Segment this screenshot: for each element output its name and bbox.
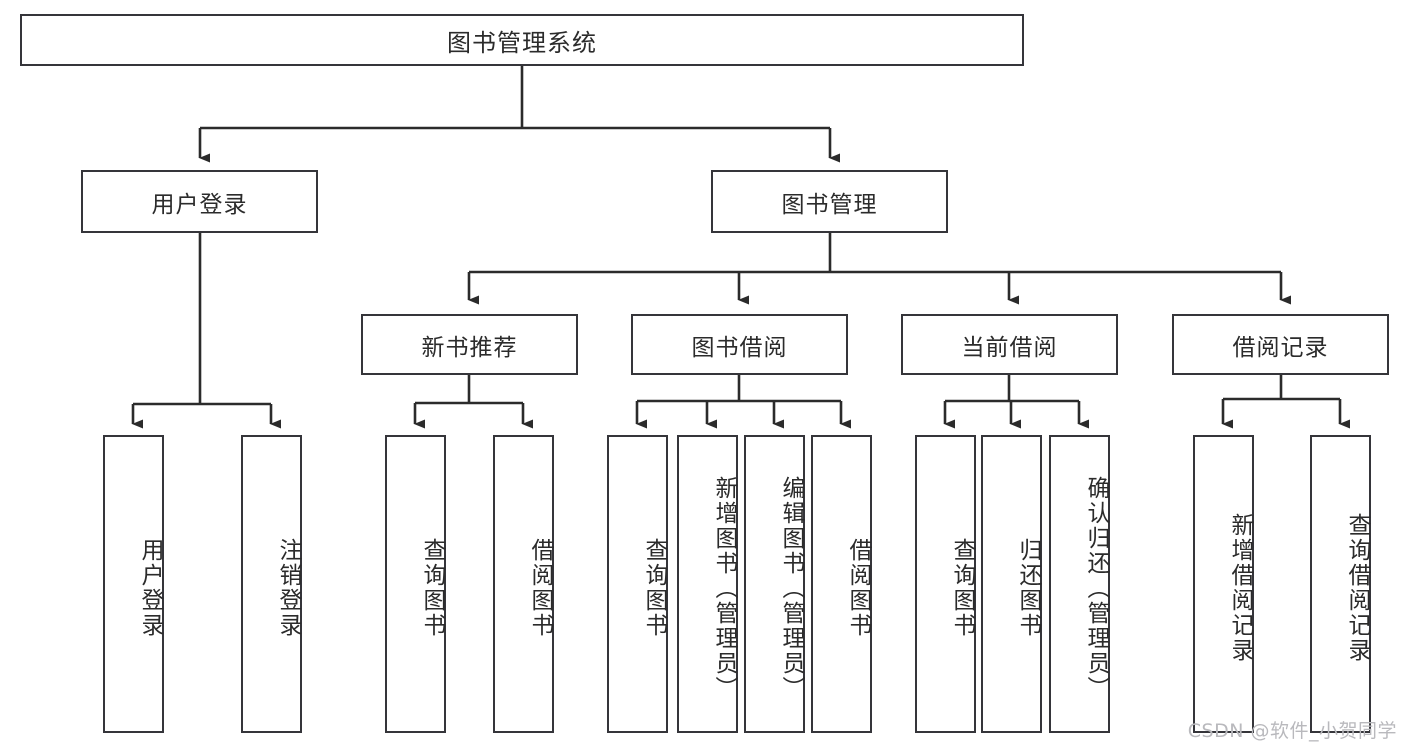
node-leaf-query-record[interactable]: 查询借阅记录 [1310,435,1371,733]
node-leaf-borrow-book-2-label: 借阅图书 [845,538,871,638]
node-leaf-query-book-2-label: 查询图书 [641,538,667,638]
node-leaf-confirm-return-label: 确认归还（管理员） [1083,475,1109,701]
node-leaf-edit-book[interactable]: 编辑图书（管理员） [744,435,805,733]
node-leaf-return-book-label: 归还图书 [1015,538,1041,638]
node-leaf-return-book[interactable]: 归还图书 [981,435,1042,733]
node-user-login[interactable]: 用户登录 [81,170,318,233]
node-leaf-query-book-3[interactable]: 查询图书 [915,435,976,733]
node-leaf-logout-login[interactable]: 注销登录 [241,435,302,733]
node-leaf-query-book-1-label: 查询图书 [419,538,445,638]
node-leaf-add-book[interactable]: 新增图书（管理员） [677,435,738,733]
node-leaf-add-record[interactable]: 新增借阅记录 [1193,435,1254,733]
node-leaf-user-login-label: 用户登录 [137,538,163,638]
node-leaf-edit-book-label: 编辑图书（管理员） [778,475,804,701]
node-leaf-logout-login-label: 注销登录 [275,538,301,638]
csdn-watermark: CSDN @软件_小贺同学 [1187,720,1397,742]
node-leaf-borrow-book-2[interactable]: 借阅图书 [811,435,872,733]
node-leaf-query-book-1[interactable]: 查询图书 [385,435,446,733]
node-book-borrow[interactable]: 图书借阅 [631,314,848,375]
node-leaf-query-book-3-label: 查询图书 [949,538,975,638]
node-leaf-user-login[interactable]: 用户登录 [103,435,164,733]
node-leaf-borrow-book-1-label: 借阅图书 [527,538,553,638]
node-leaf-add-record-label: 新增借阅记录 [1227,513,1253,663]
node-leaf-query-record-label: 查询借阅记录 [1344,513,1370,663]
node-borrow-record[interactable]: 借阅记录 [1172,314,1389,375]
node-new-book-recommend[interactable]: 新书推荐 [361,314,578,375]
node-current-borrow[interactable]: 当前借阅 [901,314,1118,375]
node-book-manage[interactable]: 图书管理 [711,170,948,233]
node-leaf-query-book-2[interactable]: 查询图书 [607,435,668,733]
node-leaf-add-book-label: 新增图书（管理员） [711,475,737,701]
node-leaf-confirm-return[interactable]: 确认归还（管理员） [1049,435,1110,733]
node-leaf-borrow-book-1[interactable]: 借阅图书 [493,435,554,733]
node-root[interactable]: 图书管理系统 [20,14,1024,66]
